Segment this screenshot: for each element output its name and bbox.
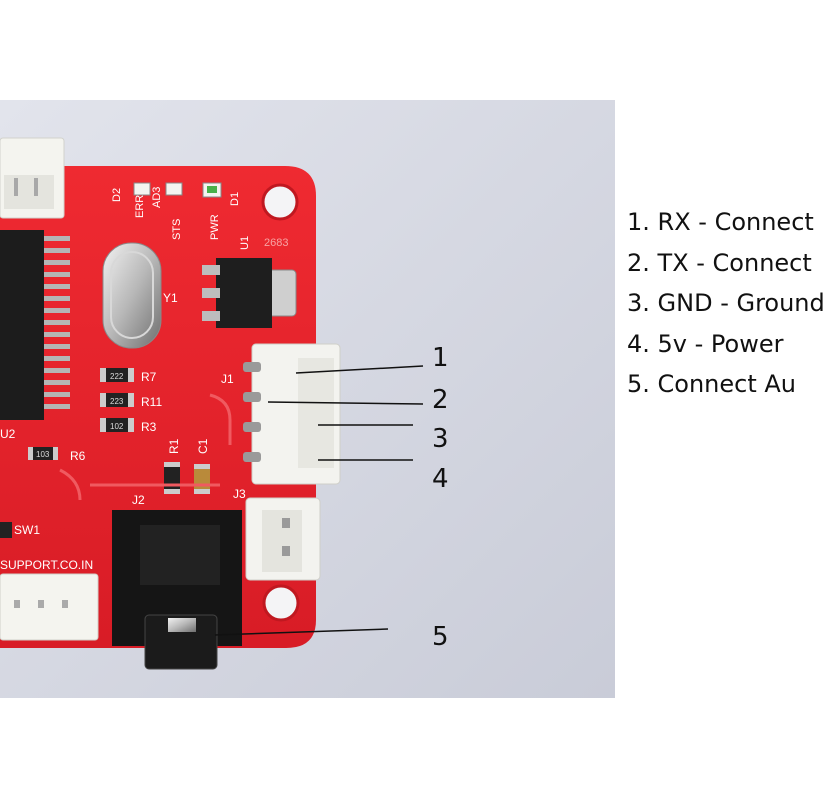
mounting-hole-top <box>261 183 299 221</box>
label-led-err: ERR <box>134 195 146 218</box>
label-u1: U1 <box>239 236 251 250</box>
label-j1: J1 <box>221 372 234 386</box>
label-r6: R6 <box>70 449 86 463</box>
pin-legend: 1. RX - Connect 2. TX - Connect 3. GND -… <box>627 202 825 405</box>
switch-sw1 <box>0 522 12 538</box>
label-j2: J2 <box>132 493 145 507</box>
label-led-d2: D2 <box>111 188 123 202</box>
label-r1: R1 <box>167 438 181 454</box>
label-j3: J3 <box>233 487 246 501</box>
label-r11: R11 <box>141 395 162 409</box>
legend-item-5v: 4. 5v - Power <box>627 329 784 358</box>
callout-leader-lines <box>214 365 424 636</box>
regulator-u1 <box>202 258 297 328</box>
label-led-d1: D1 <box>229 192 241 206</box>
status-leds <box>133 182 222 198</box>
main-ic-chip <box>0 230 70 420</box>
label-u2: U2 <box>0 427 16 441</box>
legend-item-gnd: 3. GND - Ground <box>627 289 825 317</box>
label-led-sts: STS <box>171 219 183 240</box>
label-chip-103: 103 <box>36 450 50 459</box>
crystal-y1 <box>102 242 162 349</box>
connector-j3 <box>245 497 321 581</box>
product-photo: ERR D2 AD3 STS PWR D1 U1 2683 Y1 222 223… <box>0 100 615 698</box>
label-r7: R7 <box>141 370 157 384</box>
callout-5: 5 <box>432 622 449 652</box>
connector-j1 <box>243 343 341 485</box>
mounting-hole-bottom <box>262 584 300 622</box>
label-support: SUPPORT.CO.IN <box>0 558 93 572</box>
legend-item-tx: 2. TX - Connect <box>627 248 812 277</box>
callout-2: 2 <box>432 385 449 415</box>
label-chip-102: 102 <box>110 422 124 431</box>
pcb-trace-accents <box>59 393 232 501</box>
label-c1: C1 <box>196 438 210 454</box>
legend-item-audio: 5. Connect Au <box>627 370 797 398</box>
bottom-connector <box>0 573 99 641</box>
label-led-d3: AD3 <box>151 187 163 208</box>
audio-jack-j2 <box>112 510 242 670</box>
top-connector <box>0 137 65 219</box>
label-r3: R3 <box>141 420 157 434</box>
label-y1: Y1 <box>163 291 178 305</box>
label-chip-222: 222 <box>110 372 124 381</box>
label-led-pwr: PWR <box>209 214 221 240</box>
label-chip-223: 223 <box>110 397 124 406</box>
callout-4: 4 <box>432 464 449 494</box>
label-sw1: SW1 <box>14 523 40 537</box>
legend-item-rx: 1. RX - Connect <box>627 208 814 236</box>
callout-3: 3 <box>432 424 449 454</box>
smd-resistors <box>28 368 210 494</box>
label-board-code: 2683 <box>264 237 288 249</box>
callout-1: 1 <box>432 343 449 373</box>
